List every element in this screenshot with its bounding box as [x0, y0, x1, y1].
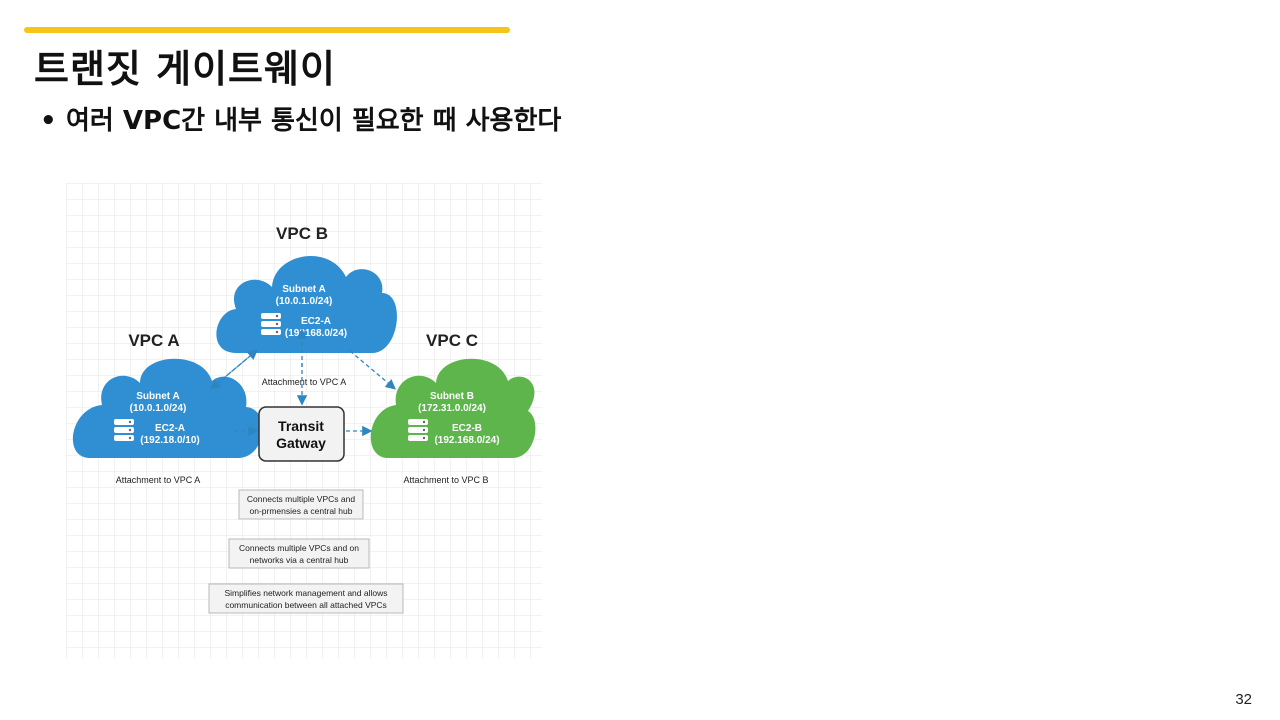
- vpc-c-instance-name: EC2-B: [452, 423, 482, 434]
- note-1: Connects multiple VPCs and on-prmensies …: [238, 489, 364, 520]
- connector-arrows: [210, 328, 396, 437]
- vpc-a-subnet-cidr: (10.0.1.0/24): [130, 403, 187, 414]
- vpc-b-instance-name: EC2-A: [301, 316, 331, 327]
- page-number: 32: [1235, 691, 1252, 708]
- transit-gateway-diagram: VPC B Subnet A (10.0.1.0/24) EC2-A (1921…: [66, 183, 542, 658]
- transit-gateway-line1: Transit: [278, 418, 324, 434]
- title-accent-bar: [24, 27, 510, 33]
- note-3-line1: Simplifies network management and allows: [225, 588, 388, 598]
- vpc-c-cloud-shape: [370, 358, 536, 458]
- note-3: Simplifies network management and allows…: [208, 583, 404, 614]
- vpc-b-subnet-cidr: (10.0.1.0/24): [276, 296, 333, 307]
- transit-gateway-rect: [258, 406, 345, 462]
- vpc-c-title: VPC C: [426, 331, 478, 350]
- vpc-a-attachment-label: Attachment to VPC A: [116, 475, 201, 485]
- bullet-dot-icon: •: [40, 106, 57, 136]
- vpc-c-database-server-icon: [408, 419, 428, 441]
- note-2: Connects multiple VPCs and on networks v…: [228, 538, 370, 569]
- vpc-a-instance-ip: (192.18.0/10): [140, 435, 200, 446]
- vpc-b-title: VPC B: [276, 224, 328, 243]
- vpc-a-subnet-name: Subnet A: [136, 391, 180, 402]
- vpc-c-subnet-name: Subnet B: [430, 391, 474, 402]
- note-2-line1: Connects multiple VPCs and on: [239, 543, 359, 553]
- vpc-c-instance-ip: (192.168.0/24): [434, 435, 499, 446]
- slide-title: 트랜짓 게이트웨이: [34, 47, 336, 91]
- transit-gateway-box: Transit Gatway: [258, 406, 345, 462]
- vpc-b-cloud: VPC B Subnet A (10.0.1.0/24) EC2-A (1921…: [216, 224, 397, 353]
- transit-gateway-line2: Gatway: [276, 435, 326, 451]
- vpc-c-cloud: VPC C Subnet B (172.31.0.0/24) EC2-B (19…: [370, 331, 536, 485]
- vpc-a-instance-name: EC2-A: [155, 423, 185, 434]
- note-1-line1: Connects multiple VPCs and: [247, 494, 355, 504]
- arrow-b-to-c: [349, 350, 396, 390]
- vpc-b-subnet-name: Subnet A: [282, 284, 326, 295]
- note-1-line2: on-prmensies a central hub: [249, 506, 352, 516]
- vpc-b-instance-ip: (192168.0/24): [285, 328, 347, 339]
- bullet-item: • 여러 VPC간 내부 통신이 필요한 때 사용한다: [40, 100, 561, 137]
- arrow-a-to-b: [211, 349, 258, 389]
- vpc-a-title: VPC A: [128, 331, 179, 350]
- vpc-b-database-server-icon: [261, 313, 281, 335]
- vpc-c-subnet-cidr: (172.31.0.0/24): [418, 403, 486, 414]
- note-2-line2: networks via a central hub: [250, 555, 349, 565]
- note-3-line2: communication between all attached VPCs: [225, 600, 387, 610]
- vpc-c-attachment-label: Attachment to VPC B: [403, 475, 488, 485]
- bullet-text: 여러 VPC간 내부 통신이 필요한 때 사용한다: [66, 106, 562, 136]
- center-attachment-label: Attachment to VPC A: [262, 377, 347, 387]
- vpc-b-cloud-shape: [216, 255, 397, 353]
- vpc-a-database-server-icon: [114, 419, 134, 441]
